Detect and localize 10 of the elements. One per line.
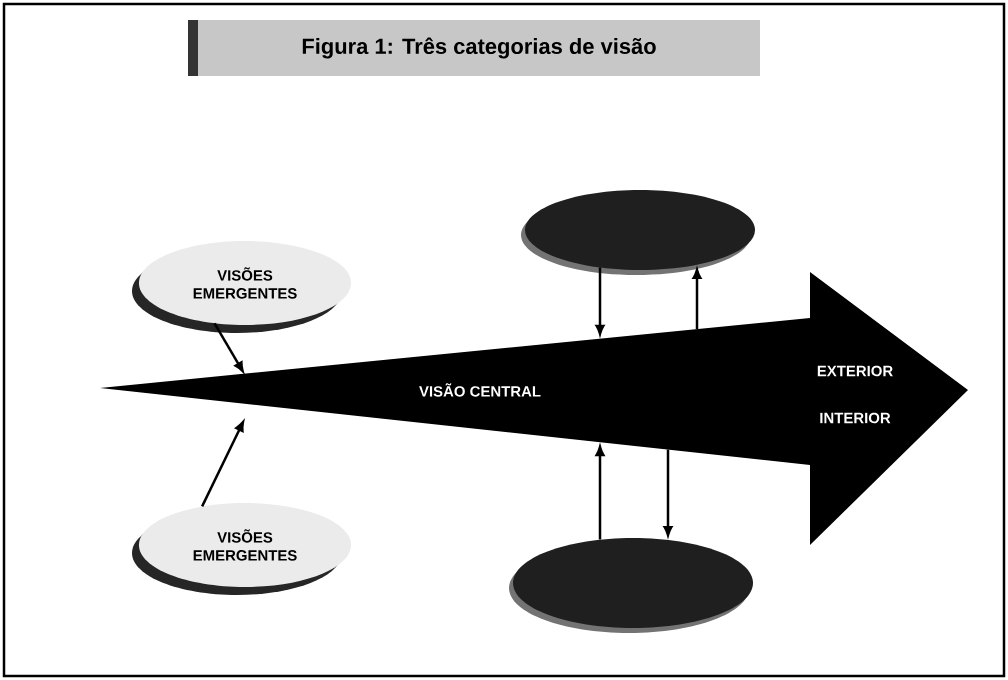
ellipse-node: VISÕES EMERGENTES <box>132 241 352 333</box>
arrow <box>213 322 244 372</box>
arrow <box>595 445 605 540</box>
arrow <box>663 449 673 537</box>
dark-ellipse <box>509 538 753 633</box>
dark-ellipse <box>521 190 755 275</box>
arrow <box>692 268 702 330</box>
title-banner: Figura 1: Três categorias de visão <box>188 20 760 76</box>
ellipse-node: VISÕES EMERGENTES <box>132 503 352 595</box>
arrow <box>201 421 245 507</box>
